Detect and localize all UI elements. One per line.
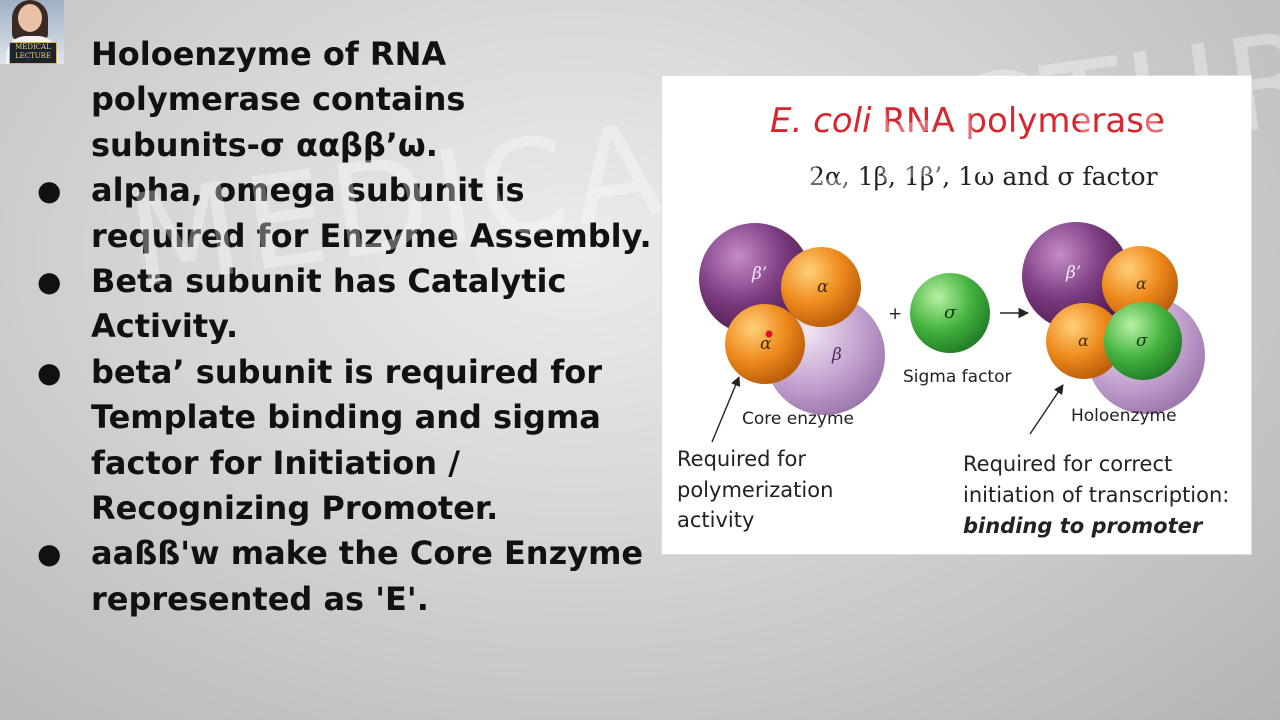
core-beta-label: β <box>831 345 842 365</box>
note-right: Required for correct initiation of trans… <box>963 452 1229 538</box>
holo-alpha-subunit-1 <box>1102 246 1178 322</box>
bullet-line: factor for Initiation / <box>91 443 460 482</box>
holo-sigma-label: σ <box>1136 331 1148 351</box>
core-enzyme-label: Core enzyme <box>742 409 854 429</box>
holo-beta-prime-label: β’ <box>1065 263 1081 283</box>
sigma-factor: σ Sigma factor <box>903 273 1012 387</box>
bullet-dot-icon: ● <box>37 174 62 208</box>
core-alpha-subunit-1 <box>781 247 861 327</box>
bullet-item: ● alpha, omega subunit is required for E… <box>37 168 661 259</box>
intro-line: polymerase contains <box>91 80 466 119</box>
bullet-line: Recognizing Promoter. <box>91 489 499 528</box>
bullet-line: represented as 'E'. <box>91 579 429 618</box>
logo-text-line1: MEDICAL <box>15 43 51 51</box>
bullet-line: alpha, omega subunit is <box>91 171 525 210</box>
bullet-item: ● aaßß'w make the Core Enzyme represente… <box>37 531 661 622</box>
bullet-line: Activity. <box>91 307 239 346</box>
holo-alpha-label-2: α <box>1078 331 1089 350</box>
slide-text: Holoenzyme of RNA polymerase contains su… <box>37 32 661 622</box>
holoenzyme: β’ α α σ Holoenzyme <box>1022 222 1205 426</box>
bullet-line: required for Enzyme Assembly. <box>91 216 652 255</box>
bullet-dot-icon: ● <box>37 265 62 299</box>
holo-alpha-label-1: α <box>1136 274 1147 293</box>
holo-beta-prime-subunit <box>1022 222 1130 330</box>
bullet-item: ● Beta subunit has Catalytic Activity. <box>37 259 661 350</box>
logo-text-line2: LECTURE <box>14 52 52 60</box>
holo-alpha-subunit-2 <box>1046 303 1122 379</box>
note-right-emphasis: binding to promoter <box>963 514 1204 538</box>
rna-polymerase-figure: E. coli RNA polymerase 2α, 1β, 1β’, 1ω a… <box>661 75 1252 555</box>
sigma-factor-label: Sigma factor <box>903 367 1012 387</box>
core-alpha-label-1: α <box>817 277 829 297</box>
holoenzyme-label: Holoenzyme <box>1071 406 1177 426</box>
core-pointer-arrow-icon <box>711 376 741 443</box>
figure-title: E. coli RNA polymerase <box>770 101 1165 141</box>
note-left: Required for polymerization activity <box>677 447 833 532</box>
bullet-line: Beta subunit has Catalytic <box>91 262 567 301</box>
figure-subtitle: 2α, 1β, 1β’, 1ω and σ factor <box>809 162 1158 191</box>
figure-svg: E. coli RNA polymerase 2α, 1β, 1β’, 1ω a… <box>677 101 1229 538</box>
logo-face <box>18 4 42 32</box>
core-alpha-subunit-2 <box>725 304 805 384</box>
intro-line: subunits-σ ααββ’ω. <box>91 125 438 164</box>
plus-sign: + <box>888 304 902 324</box>
note-right-line: Required for correct <box>963 452 1172 476</box>
holo-pointer-arrow-icon <box>1029 384 1064 435</box>
channel-logo: MEDICAL LECTURE <box>0 0 64 64</box>
holo-sigma-subunit <box>1104 302 1182 380</box>
note-right-line: initiation of transcription: <box>963 483 1229 507</box>
bullet-item: ● beta’ subunit is required for Template… <box>37 350 661 532</box>
note-left-line: polymerization <box>677 478 833 502</box>
bullet-line: beta’ subunit is required for <box>91 352 603 391</box>
bullet-dot-icon: ● <box>37 537 62 571</box>
note-left-line: activity <box>677 508 754 532</box>
core-beta-prime-label: β’ <box>751 264 767 284</box>
sigma-subunit <box>910 273 990 353</box>
bullet-dot-icon: ● <box>37 355 62 389</box>
intro-line: Holoenzyme of RNA <box>91 35 447 73</box>
sigma-symbol: σ <box>944 302 957 323</box>
core-beta-prime-subunit <box>699 223 811 335</box>
logo-badge: MEDICAL LECTURE <box>9 42 57 64</box>
core-alpha-label-2: α <box>760 334 772 354</box>
figure-title-italic: E. coli <box>770 101 872 141</box>
bullet-line: Template binding and sigma <box>91 398 601 437</box>
bullet-line: aaßß'w make the Core Enzyme <box>91 534 644 573</box>
laser-pointer-dot <box>765 330 773 338</box>
core-enzyme: β’ α α β Core enzyme <box>699 223 885 429</box>
bullet-list: ● alpha, omega subunit is required for E… <box>37 168 661 622</box>
note-left-line: Required for <box>677 447 806 471</box>
figure-title-rest: RNA polymerase <box>872 101 1165 141</box>
